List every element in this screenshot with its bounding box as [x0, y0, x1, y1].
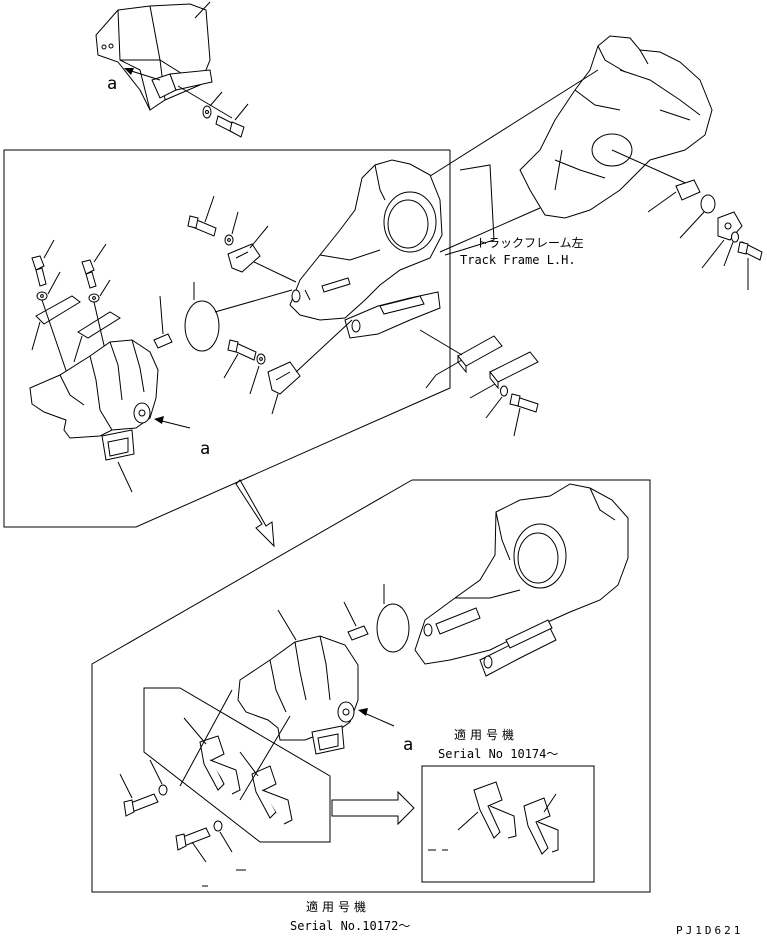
view-ref-a-top: a: [107, 74, 117, 94]
plate-2: [469, 351, 539, 399]
bolt-upper-mid: [187, 195, 217, 237]
frame-lower: [91, 479, 651, 893]
washer-plate: [485, 385, 508, 419]
guard-assembly: [29, 339, 159, 493]
track-frame-label-en: Track Frame L.H.: [460, 253, 576, 267]
bolt-lower-mid: [223, 339, 257, 379]
bolt-left-2: [81, 243, 107, 289]
plate-left-1: [31, 295, 81, 351]
washer-lower-mid: [249, 353, 266, 395]
bolt-top: [215, 103, 249, 138]
o-ring-right: [679, 194, 716, 239]
plate-1: [435, 335, 503, 376]
view-ref-a-mid: a: [200, 439, 210, 459]
track-frame-label-jp: トラックフレーム左: [476, 235, 584, 250]
washer-lower-left-1: [149, 759, 168, 796]
bolt-lower-left-2: [175, 827, 211, 863]
bolt-plate: [509, 393, 539, 437]
washer-upper-mid: [224, 211, 239, 246]
detail-callout: [143, 687, 331, 843]
bracket-lower-mid: [267, 319, 353, 415]
bolt-right: [737, 241, 763, 290]
applicable-label-2: 適用号機: [306, 899, 370, 914]
seal-ring: [184, 282, 293, 352]
bolt-left-1: [31, 239, 55, 287]
bolt-lower-left-1: [119, 773, 159, 817]
pin-mid: [153, 295, 173, 349]
bracket-upper-mid: [227, 225, 297, 283]
arrow-to-detail: [331, 790, 415, 826]
track-frame-main: [289, 159, 495, 339]
guard-top-part: [95, 1, 213, 111]
view-ref-a-low: a: [403, 735, 413, 755]
guard-assembly-lower: [237, 609, 359, 755]
clip-2: [239, 751, 293, 825]
arrow-view-a-top: [124, 68, 161, 81]
applicable-label-1: 適用号機: [454, 727, 518, 742]
pin-lower: [343, 601, 369, 641]
drawing-code: PJ1D621: [676, 924, 743, 937]
seal-ring-lower: [376, 584, 410, 653]
track-frame-lower: [414, 483, 629, 677]
washer-lower-left-2: [213, 820, 233, 853]
serial-label-2: Serial No.10172～: [290, 919, 410, 933]
washer-left-2: [88, 279, 111, 303]
arrow-view-a-mid: [154, 416, 191, 429]
pin-right: [647, 179, 701, 213]
inset-clip-2: [523, 793, 559, 855]
detail-inset: [421, 765, 595, 883]
washer-top: [202, 91, 223, 119]
serial-label-1: Serial No 10174～: [438, 747, 558, 761]
washer-right: [723, 231, 739, 267]
arrow-view-a-low: [358, 708, 395, 727]
inset-clip-1: [457, 781, 517, 839]
transition-arrow: [235, 479, 275, 548]
clip-1: [183, 717, 241, 795]
